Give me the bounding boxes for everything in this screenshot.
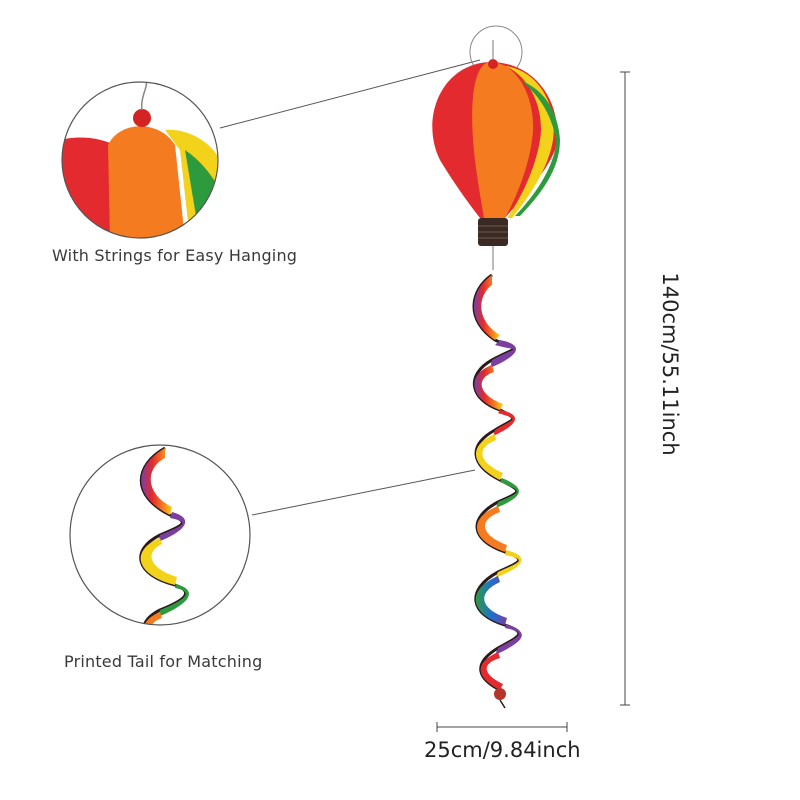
width-dimension-line xyxy=(436,722,568,732)
hanging-detail-circle xyxy=(61,81,219,239)
height-label: 140cm/55.11inch xyxy=(658,272,682,456)
caption-easy-hanging: With Strings for Easy Hanging xyxy=(52,246,298,265)
leader-line-top xyxy=(219,59,481,129)
height-dimension-line xyxy=(620,71,630,706)
leader-line-bottom xyxy=(251,469,476,516)
width-label: 25cm/9.84inch xyxy=(424,738,581,762)
tail-detail-circle xyxy=(69,444,251,626)
spiral-tail xyxy=(472,273,522,709)
hot-air-balloon xyxy=(432,40,560,270)
caption-printed-tail: Printed Tail for Matching xyxy=(64,652,263,671)
